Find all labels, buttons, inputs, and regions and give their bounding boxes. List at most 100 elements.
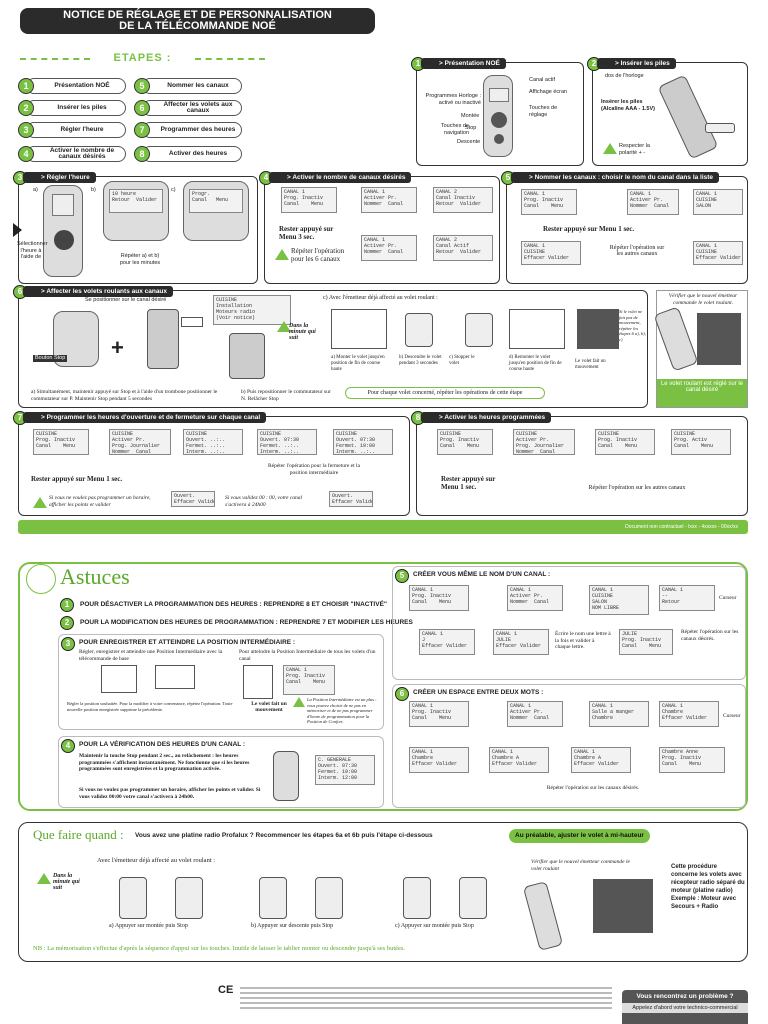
remote-back-6b [229, 333, 265, 379]
title-line-2: DE LA TÉLÉCOMMANDE NOÉ [119, 20, 276, 32]
label-puis: b) Puis repositionner le commutateur sur… [241, 389, 331, 402]
lcd-4-1: CANAL 1 Prog. Inactiv Canal Menu [281, 187, 337, 213]
volet-d [509, 309, 565, 349]
panel-affecter-volets: 6 > Affecter les volets roulants aux can… [13, 285, 648, 408]
lcd-5-3: CANAL 1 CUISINE SALON [693, 189, 743, 215]
remote-q-a1 [119, 877, 147, 919]
label-e1: Le volet fait un mouvement [575, 359, 606, 370]
panel-7-tab: > Programmer les heures d'ouverture et d… [23, 412, 267, 423]
etape-6: Affecter les volets aux canaux [142, 100, 242, 116]
lcd-8-3: CUISINE Prog. Inactiv Canal Menu [595, 429, 655, 455]
panel-regler-heure: 3 > Régler l'heure a) b) 10 heure Retour… [13, 171, 258, 284]
label-c: c) [171, 187, 176, 193]
lcd-6a: CANAL 1 Prog. Inactiv Canal Menu [409, 701, 469, 727]
lcd-5c: CANAL 1 CUISINE SALON NOM LIBRE [589, 585, 649, 615]
volet-3b [155, 665, 195, 689]
panel-3-tab: > Régler l'heure [23, 172, 96, 183]
lcd-5a: CANAL 1 Prog. Inactiv Canal Menu [409, 585, 469, 611]
tip-3e: Régler la position souhaitée. Pour la mo… [67, 701, 233, 712]
que-faire-quand-section: Que faire quand : Vous avez une platine … [18, 822, 748, 962]
quand-c: c) Appuyer sur montée puis Stop [395, 923, 474, 929]
label-c1: c) Stopper le volet [449, 355, 475, 366]
lcd-b: 10 heure Retour Valider [109, 189, 163, 213]
ce-mark: CE [218, 984, 234, 996]
label-dans-minute: Dans la minute qui suit [289, 323, 316, 341]
remote-q-b1 [259, 877, 287, 919]
lcd-5-2: CANAL 1 Activer Pr. Nommer Canal [627, 189, 679, 215]
volet-q-verif [593, 879, 653, 933]
etape-7: Programmer des heures [142, 122, 242, 138]
etape-1-number: 1 [18, 78, 34, 94]
panel-activer-heures: 8 > Activer les heures programmées CUISI… [411, 411, 748, 516]
tip-5a: Écrire le nom une lettre à la fois et va… [555, 631, 611, 650]
lcd-6b: CANAL 1 Activer Pr. Nommer Canal [507, 701, 563, 727]
remote-q-verif [522, 881, 564, 951]
astuces-section: Astuces 1 POUR DÉSACTIVER LA PROGRAMMATI… [18, 562, 748, 811]
lcd-7-5: CUISINE Ouvert. 07:30 Fermet. 19:00 Inte… [333, 429, 393, 455]
panel-activer-canaux: 4 > Activer le nombre de canaux désirés … [259, 171, 500, 284]
footer-appel: Appelez d'abord votre technico-commercia… [622, 1003, 748, 1013]
label-avec-emetteur: c) Avec l'émetteur déjà affecté au volet… [323, 295, 438, 301]
lcd-5b: CANAL 1 Activer Pr. Nommer Canal [507, 585, 563, 611]
label-rester-7: Rester appuyé sur Menu 1 sec. [31, 475, 123, 483]
panel-5-tab: > Nommer les canaux : choisir le nom du … [511, 172, 720, 183]
quand-prealable: Au préalable, ajuster le volet à mi-haut… [509, 829, 650, 843]
tip-4a: Maintenir la touche Stop pendant 2 sec.,… [79, 753, 250, 772]
label-selectionner: Sélectionner l'heure à l'aide de [17, 241, 48, 260]
panel-nommer-canaux: 5 > Nommer les canaux : choisir le nom d… [501, 171, 748, 284]
lcd-7-3: CUISINE Ouvert. ..:.. Fermet. ..:.. Inte… [183, 429, 243, 455]
quand-b: b) Appuyer sur descente puis Stop [251, 923, 334, 929]
lcd-7-2: CUISINE Activer Pr. Prog. Journalier Nom… [109, 429, 171, 455]
label-canal-actif: Canal actif [529, 77, 555, 83]
panel-presentation: 1 > Présentation NOÉ Canal actif Program… [411, 57, 584, 166]
label-navigation: Touches de navigation [440, 123, 469, 136]
lcd-8-4: CUISINE Prog. Activ Canal Menu [671, 429, 731, 455]
label-repeter: Répéter a) et b) pour les minutes [119, 253, 161, 266]
quand-dans: Dans la minute qui suit [53, 873, 80, 891]
label-bouton-stop: Bouton Stop [33, 355, 68, 362]
remote-tip-4 [273, 751, 299, 801]
tip-2: POUR LA MODIFICATION DES HEURES DE PROGR… [80, 619, 413, 626]
etape-2-number: 2 [18, 100, 34, 116]
etape-4: Activer le nombre de canaux désirés [26, 146, 126, 162]
panel-2-tab: > Insérer les piles [597, 58, 676, 69]
warning-icon [277, 321, 291, 332]
remote-small-b [405, 313, 433, 347]
remote-q-c1 [403, 877, 431, 919]
lcd-6c: CANAL 1 Salle a manger Chambre [589, 701, 649, 727]
quand-procedure: Cette procédure concerne les volets avec… [671, 864, 745, 910]
etape-5: Nommer les canaux [142, 78, 242, 94]
lcd-6h: Chambre Anne Prog. Inactiv Canal Menu [659, 747, 725, 773]
label-regle: Le volet roulant est réglé sur le canal … [657, 379, 747, 407]
label-b: b) [91, 187, 96, 193]
label-rester-3: Rester appuyé sur Menu 3 sec. [279, 225, 334, 241]
plus-icon: + [111, 335, 124, 360]
panel-programmer-heures: 7 > Programmer les heures d'ouverture et… [13, 411, 410, 516]
warning-icon [275, 249, 289, 260]
title-line-1: NOTICE DE RÉGLAGE ET DE PERSONNALISATION [63, 9, 332, 21]
label-montee: Montée [461, 113, 480, 119]
footer-problem-box: Vous rencontrez un problème ? Appelez d'… [622, 990, 748, 1024]
label-positionner: Se positionner sur le canal désiré [85, 297, 167, 303]
volet-3a [101, 665, 137, 693]
lcd-7-1: CUISINE Prog. Inactiv Canal Menu [33, 429, 89, 455]
tip-3d: La Position Intermédiaire est un plus : … [307, 697, 377, 724]
label-repeter-autres: Répéter l'opération sur les autres canau… [609, 245, 665, 257]
warning-icon [33, 497, 47, 508]
lcd-tip-4: C. GENERALE Ouvert. 07:30 Fermet. 19:00 … [315, 755, 375, 785]
label-stop: Stop [465, 125, 477, 131]
lcd-7-4: CUISINE Ouvert. 07:30 Fermet. ..:.. Inte… [257, 429, 317, 455]
label-dos: dos de l'horloge [605, 73, 644, 79]
lcd-6e: CANAL 1 Chambre Effacer Valider [409, 747, 469, 773]
tip-6: CRÉER UN ESPACE ENTRE DEUX MOTS : [413, 689, 544, 696]
etape-8: Activer des heures [142, 146, 242, 162]
lcd-6d: CANAL 1 Chambre Effacer Valider [659, 701, 719, 727]
label-reglage: Touches de réglage [529, 105, 558, 118]
label-b1: b) Descendre le volet pendant 3 secondes [399, 355, 442, 366]
volet-e [577, 309, 619, 349]
tip-3: POUR ENREGISTRER ET ATTEINDRE LA POSITIO… [79, 639, 296, 646]
volet-verif [697, 313, 741, 365]
lcd-4-2: CANAL 1 Activer Pr. Nommer Canal [361, 187, 417, 213]
label-repeter-8: Répéter l'opération sur les autres canau… [588, 485, 686, 491]
tip-6a: Répéter l'opération sur les canaux désir… [546, 785, 640, 791]
